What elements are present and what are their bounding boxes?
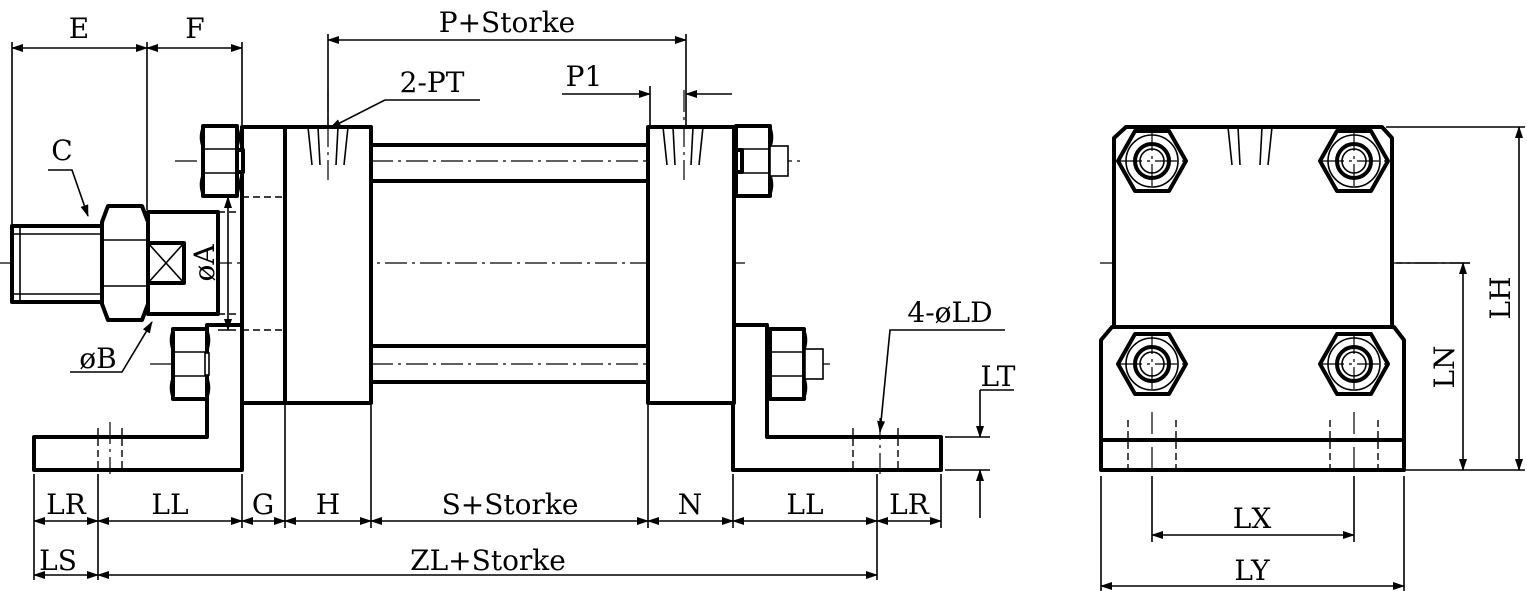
label-P1: P1	[566, 60, 603, 93]
upper-tie-rod	[369, 143, 650, 183]
label-LX: LX	[1233, 502, 1272, 535]
label-E: E	[69, 12, 89, 45]
right-foot-bracket	[731, 323, 943, 472]
label-LN: LN	[1428, 345, 1461, 388]
nut-lower-left	[168, 327, 212, 401]
labels: E F P+Storke 2-PT P1 C øA øB 4-øLD LT LR…	[39, 6, 1517, 587]
label-S-stroke: S+Storke	[442, 488, 579, 521]
label-LT: LT	[981, 360, 1016, 393]
bottom-dimensions	[33, 405, 942, 580]
C-leader	[48, 169, 89, 217]
label-H: H	[316, 488, 340, 521]
rod-hex-nut	[100, 204, 150, 322]
nut-upper-left	[198, 124, 242, 198]
label-N: N	[678, 488, 703, 521]
label-phiB: øB	[79, 342, 116, 375]
label-LR-right: LR	[889, 488, 930, 521]
LD-leader	[877, 329, 1005, 433]
label-LL-left: LL	[151, 488, 188, 521]
top-dimensions	[11, 34, 732, 224]
label-2-PT: 2-PT	[400, 66, 465, 99]
nut-lower-right	[765, 327, 809, 401]
label-LL-right: LL	[786, 488, 823, 521]
left-foot-bracket	[32, 323, 244, 472]
label-P-stroke: P+Storke	[439, 6, 576, 39]
head-cover	[240, 125, 287, 405]
LT-dimension	[945, 389, 1014, 518]
label-ZL-stroke: ZL+Storke	[410, 544, 566, 577]
front-view	[1099, 125, 1525, 591]
phiB-leader	[70, 321, 153, 373]
side-view	[0, 34, 1014, 580]
rear-cap	[646, 125, 736, 405]
label-LY: LY	[1234, 554, 1270, 587]
label-LR-left: LR	[46, 488, 87, 521]
label-LH: LH	[1484, 276, 1517, 319]
label-C: C	[51, 134, 72, 167]
label-LS: LS	[39, 544, 77, 577]
label-G: G	[252, 488, 274, 521]
rod-thread	[10, 224, 104, 304]
label-phiA: øA	[188, 244, 221, 282]
label-F: F	[185, 12, 204, 45]
label-4-LD: 4-øLD	[907, 296, 992, 329]
